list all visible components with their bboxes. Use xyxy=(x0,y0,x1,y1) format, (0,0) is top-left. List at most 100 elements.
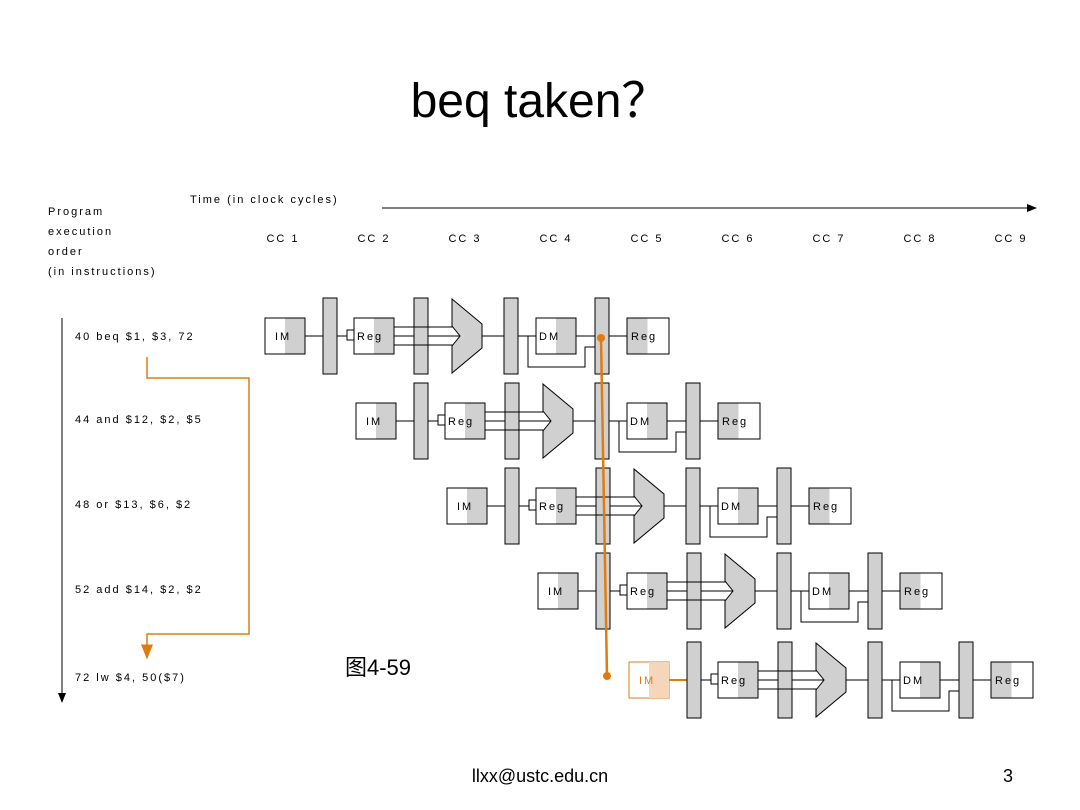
reg-write-label: Reg xyxy=(813,501,839,513)
reg-read-shade xyxy=(465,403,485,439)
pipeline-register xyxy=(322,297,338,375)
reg-write-label: Reg xyxy=(722,416,748,428)
dm-shade xyxy=(738,488,758,524)
reg-write-label: Reg xyxy=(904,586,930,598)
pipeline-register xyxy=(867,641,883,719)
dm-bypass xyxy=(800,591,868,623)
pipeline-register xyxy=(685,467,701,545)
im-shade xyxy=(649,662,669,698)
instruction-label: 72 lw $4, 50($7) xyxy=(75,672,186,684)
instruction-label: 52 add $14, $2, $2 xyxy=(75,584,203,596)
reg-read-label: Reg xyxy=(721,675,747,687)
pipeline-register xyxy=(686,552,702,630)
pipeline-register xyxy=(503,297,519,375)
pipeline-register xyxy=(958,641,974,719)
reg-read-label: Reg xyxy=(539,501,565,513)
instruction-label: 40 beq $1, $3, 72 xyxy=(75,331,195,343)
reg-read-shade xyxy=(738,662,758,698)
dm-bypass xyxy=(527,336,595,368)
clock-cycle-label: CC 1 xyxy=(266,233,299,245)
alu xyxy=(724,552,756,630)
dm-shade xyxy=(829,573,849,609)
alu xyxy=(451,297,483,375)
reg-write-shade xyxy=(809,488,830,524)
footer-email: llxx@ustc.edu.cn xyxy=(471,766,609,786)
reg-write-label: Reg xyxy=(631,331,657,343)
pipeline-register xyxy=(776,467,792,545)
im-label: IM xyxy=(548,586,564,598)
im-shade xyxy=(285,318,305,354)
clock-cycle-label: CC 4 xyxy=(539,233,572,245)
dm-bypass xyxy=(618,421,686,453)
alu xyxy=(633,467,665,545)
pipeline-row: 48 or $13, $6, $2 IM Reg DM Reg xyxy=(75,467,852,545)
dm-label: DM xyxy=(539,331,560,343)
reg-read-shade xyxy=(647,573,667,609)
pipeline-register xyxy=(777,641,793,719)
pipeline-register xyxy=(413,297,429,375)
slide-title: beq taken？ xyxy=(410,75,670,128)
im-shade xyxy=(558,573,578,609)
dm-label: DM xyxy=(721,501,742,513)
dm-label: DM xyxy=(812,586,833,598)
clock-cycle-label: CC 7 xyxy=(812,233,845,245)
order-label-line: (in instructions) xyxy=(48,266,157,278)
branch-resolve-line xyxy=(599,337,609,677)
branch-resolve-end-dot xyxy=(603,672,611,680)
order-label-line: Program xyxy=(48,206,105,218)
page-number: 3 xyxy=(1003,766,1014,786)
im-shade xyxy=(376,403,396,439)
clock-cycle-label: CC 5 xyxy=(630,233,663,245)
order-label-line: order xyxy=(48,246,84,258)
pipeline-register xyxy=(595,552,611,630)
pipeline-register xyxy=(685,382,701,460)
instruction-label: 48 or $13, $6, $2 xyxy=(75,499,192,511)
instruction-label: 44 and $12, $2, $5 xyxy=(75,414,203,426)
reg-write-shade xyxy=(991,662,1012,698)
dm-label: DM xyxy=(903,675,924,687)
dm-shade xyxy=(920,662,940,698)
reg-write-shade xyxy=(718,403,739,439)
pipeline-row: 40 beq $1, $3, 72 IM Reg DM Reg xyxy=(75,297,670,375)
clock-cycle-label: CC 2 xyxy=(357,233,390,245)
branch-resolve-start-dot xyxy=(597,334,605,342)
branch-target-arrow xyxy=(141,357,250,660)
reg-read-shade xyxy=(374,318,394,354)
pipeline-register xyxy=(504,382,520,460)
reg-read-label: Reg xyxy=(357,331,383,343)
dm-shade xyxy=(556,318,576,354)
clock-cycle-label: CC 8 xyxy=(903,233,936,245)
reg-read-shade xyxy=(556,488,576,524)
time-axis-label: Time (in clock cycles) xyxy=(190,194,339,206)
dm-shade xyxy=(647,403,667,439)
reg-write-label: Reg xyxy=(995,675,1021,687)
program-execution-order-label: Program execution order (in instructions… xyxy=(48,202,157,282)
order-label-line: execution xyxy=(48,226,114,238)
reg-read-label: Reg xyxy=(448,416,474,428)
alu xyxy=(542,382,574,460)
clock-cycle-label: CC 6 xyxy=(721,233,754,245)
im-label: IM xyxy=(275,331,291,343)
alu xyxy=(815,641,847,719)
dm-label: DM xyxy=(630,416,651,428)
pipeline-register xyxy=(867,552,883,630)
im-label: IM xyxy=(457,501,473,513)
dm-bypass xyxy=(709,506,777,538)
reg-write-shade xyxy=(627,318,648,354)
im-label: IM xyxy=(639,675,655,687)
pipeline-register xyxy=(504,467,520,545)
pipeline-register xyxy=(686,641,702,719)
pipeline-register xyxy=(413,382,429,460)
clock-cycle-label: CC 3 xyxy=(448,233,481,245)
reg-read-label: Reg xyxy=(630,586,656,598)
pipeline-row: 52 add $14, $2, $2 IM Reg DM Reg xyxy=(75,552,943,630)
im-shade xyxy=(467,488,487,524)
pipeline-row: 44 and $12, $2, $5 IM Reg DM Reg xyxy=(75,382,761,460)
reg-write-shade xyxy=(900,573,921,609)
pipeline-row: 72 lw $4, 50($7) IM Reg DM Reg xyxy=(75,641,1034,719)
pipeline-register xyxy=(776,552,792,630)
figure-label: 图4-59 xyxy=(345,655,412,680)
dm-bypass xyxy=(891,680,959,712)
im-label: IM xyxy=(366,416,382,428)
